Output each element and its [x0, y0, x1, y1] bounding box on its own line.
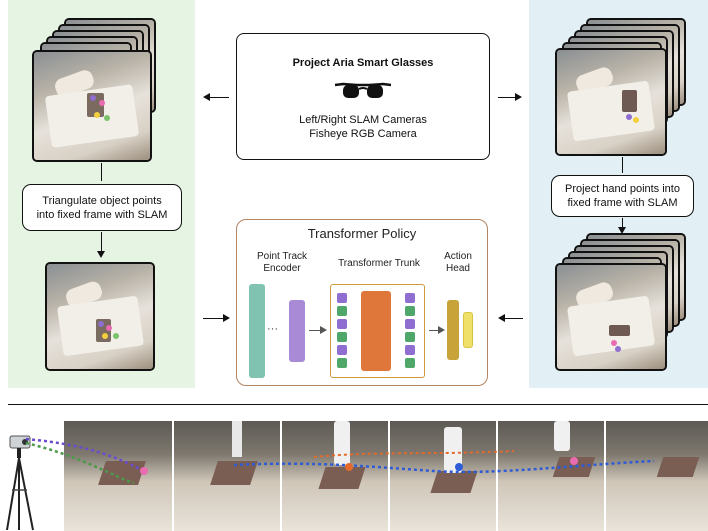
encoder-label: Point Track Encoder: [251, 251, 313, 275]
token: [405, 293, 415, 303]
rollout-frame: [282, 421, 388, 531]
arrow-head: [498, 314, 505, 322]
arrow-into-policy-left: [203, 318, 224, 319]
token: [405, 306, 415, 316]
arrow-head: [223, 314, 230, 322]
encoder-ellipsis: ···: [267, 323, 278, 335]
aria-line-1: Left/Right SLAM Cameras: [299, 113, 427, 126]
encoder-label-1: Point Track: [256, 251, 308, 262]
arrow-head: [320, 326, 327, 334]
head-label-2: Head: [446, 263, 470, 274]
token: [337, 332, 347, 342]
encoder-label-2: Encoder: [263, 263, 301, 274]
arrow-right-top: [498, 97, 515, 98]
action-head-block-gold: [447, 300, 459, 360]
arrow-head: [203, 93, 210, 101]
token: [337, 319, 347, 329]
trunk-core: [361, 291, 391, 371]
transformer-policy-box: Transformer Policy Point Track Encoder T…: [236, 219, 488, 386]
arrow-into-policy-right: [505, 318, 523, 319]
triangulate-box: Triangulate object points into fixed fra…: [22, 184, 182, 231]
token: [337, 358, 347, 368]
project-hand-box: Project hand points into fixed frame wit…: [551, 175, 694, 217]
aria-glasses-box: Project Aria Smart Glasses Left/Right SL…: [236, 33, 490, 160]
camera-tripod-icon: [6, 435, 34, 531]
fixed-frame-object: [45, 262, 155, 371]
token: [405, 319, 415, 329]
token: [405, 345, 415, 355]
policy-title: Transformer Policy: [307, 226, 417, 241]
rollout-frame: [498, 421, 604, 531]
project-line-1: Project hand points into: [565, 183, 680, 195]
rollout-frame: [390, 421, 496, 531]
fixed-frame-hand: [555, 263, 667, 371]
arrow-down-4: [622, 218, 623, 228]
head-label: Action Head: [435, 251, 481, 275]
rollout-frame: [174, 421, 280, 531]
arrow-head: [97, 251, 105, 258]
triangulate-line-1: Triangulate object points: [42, 194, 162, 207]
arrow-head: [618, 227, 626, 234]
token: [337, 306, 347, 316]
arrow-to-trunk: [309, 330, 321, 331]
arrow-down-3: [622, 157, 623, 173]
triangulate-line-2: into fixed frame with SLAM: [36, 208, 168, 221]
arrow-head: [515, 93, 522, 101]
head-label-1: Action: [444, 251, 472, 262]
arrow-to-head: [429, 330, 439, 331]
token: [405, 358, 415, 368]
trajectory-overlay: [25, 437, 655, 485]
action-head-block-yellow: [463, 312, 473, 348]
arrow-down-1: [101, 163, 102, 181]
project-line-2: fixed frame with SLAM: [567, 197, 678, 209]
token: [337, 345, 347, 355]
aria-title: Project Aria Smart Glasses: [292, 56, 434, 69]
token: [337, 293, 347, 303]
encoder-block-teal: [249, 284, 265, 378]
egocentric-frame: [555, 48, 667, 156]
glasses-icon: [334, 82, 392, 98]
egocentric-frame: [32, 50, 152, 162]
token: [405, 332, 415, 342]
section-divider: [8, 404, 708, 405]
transformer-trunk: [330, 284, 425, 378]
arrow-down-2: [101, 232, 102, 252]
arrow-head: [438, 326, 445, 334]
encoder-block-purple: [289, 300, 305, 362]
arrow-left-top: [210, 97, 229, 98]
trunk-label: Transformer Trunk: [338, 258, 420, 269]
rollout-frame: [606, 421, 708, 531]
aria-line-2: Fisheye RGB Camera: [309, 127, 417, 140]
